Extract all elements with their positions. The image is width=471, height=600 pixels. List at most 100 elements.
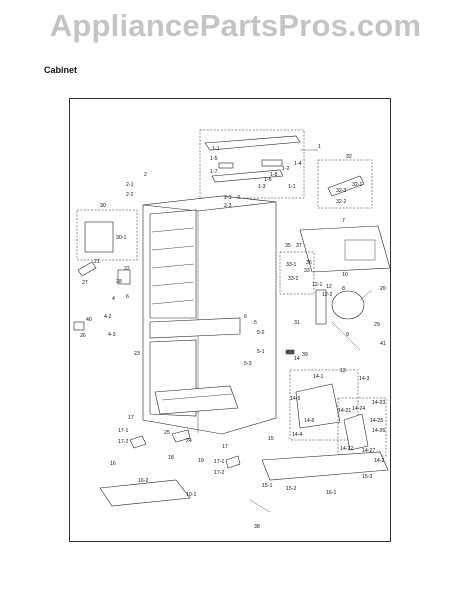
- label-1-8: 1-8: [270, 172, 278, 178]
- label-14: 14: [294, 356, 300, 362]
- label-2-2: 2-2: [126, 192, 134, 198]
- label-32: 32: [346, 154, 352, 160]
- label-32-3: 32-3: [336, 188, 346, 194]
- label-20: 20: [380, 286, 386, 292]
- label-33-1: 33-1: [286, 262, 296, 268]
- label-33-2: 33-2: [288, 276, 298, 282]
- label-29: 29: [374, 322, 380, 328]
- part-17-1: [129, 435, 147, 449]
- label-14-5: 14-5: [290, 396, 300, 402]
- label-6: 6: [126, 294, 129, 300]
- label-2-1b: 2-1: [224, 195, 232, 201]
- label-9: 9: [346, 332, 349, 338]
- callout-labels: 1 1-1 1-2 1-3 1-4 1-5 1-6 1-7 1-8 1-1 2 …: [80, 144, 386, 530]
- label-25: 25: [164, 430, 170, 436]
- label-10: 10: [342, 272, 348, 278]
- label-15: 15: [268, 436, 274, 442]
- label-15-3: 15-3: [362, 474, 372, 480]
- label-1-7: 1-7: [210, 169, 218, 175]
- label-37: 37: [296, 243, 302, 249]
- label-14-26: 14-26: [372, 428, 385, 434]
- section-title: Cabinet: [44, 65, 78, 75]
- label-14-25: 14-25: [370, 418, 383, 424]
- label-5-3: 5-3: [244, 361, 252, 367]
- label-17b: 17: [222, 444, 228, 450]
- label-32-2: 32-2: [336, 199, 346, 205]
- label-2: 2: [144, 172, 147, 178]
- compressor-assembly: [315, 289, 373, 351]
- label-14-3: 14-3: [359, 376, 369, 382]
- label-14-27: 14-27: [362, 448, 375, 454]
- label-1-2: 1-2: [282, 166, 290, 172]
- label-16-2: 16-2: [138, 478, 148, 484]
- label-1-1: 1-1: [212, 146, 220, 152]
- label-3: 3: [237, 195, 240, 201]
- top-cover-group: [199, 129, 318, 199]
- part-32-group: [317, 159, 373, 209]
- label-4-2: 4-2: [104, 314, 112, 320]
- part-25: [171, 429, 191, 443]
- label-31: 31: [294, 320, 300, 326]
- hinge-bar-16: [99, 479, 191, 507]
- label-26: 26: [80, 333, 86, 339]
- label-32-1: 32-1: [352, 182, 362, 188]
- part-17-2: [225, 455, 241, 469]
- label-12-1: 12-1: [312, 282, 322, 288]
- part-21: [77, 261, 97, 277]
- label-1-4: 1-4: [294, 161, 302, 167]
- part-35-group: [279, 251, 315, 295]
- part-39: [285, 349, 295, 355]
- label-14-24: 14-24: [352, 406, 365, 412]
- label-4-3: 4-3: [108, 332, 116, 338]
- label-41: 41: [380, 341, 386, 347]
- label-38: 38: [254, 524, 260, 530]
- label-15-1: 15-1: [262, 483, 272, 489]
- label-16: 16: [110, 461, 116, 467]
- part-40: [73, 321, 85, 331]
- label-1-1b: 1-1: [288, 184, 296, 190]
- label-17-1b: 17-1: [214, 459, 224, 465]
- diagram-frame: [69, 98, 391, 542]
- label-14-1: 14-1: [313, 374, 323, 380]
- label-1-6: 1-6: [264, 177, 272, 183]
- label-8: 8: [342, 286, 345, 292]
- label-30-1: 30-1: [116, 235, 126, 241]
- label-17-2b: 17-2: [214, 470, 224, 476]
- label-13: 13: [340, 368, 346, 374]
- label-17-2a: 17-2: [118, 439, 128, 445]
- site-watermark: AppliancePartsPros.com: [49, 8, 422, 43]
- label-15-2: 15-2: [286, 486, 296, 492]
- label-18: 18: [168, 455, 174, 461]
- label-36: 36: [306, 260, 312, 266]
- base-plate-15: [261, 451, 389, 481]
- label-14-4: 14-4: [292, 432, 302, 438]
- label-35: 35: [285, 243, 291, 249]
- label-7: 7: [342, 218, 345, 224]
- label-14-6: 14-6: [304, 418, 314, 424]
- label-10-1: 10-1: [186, 492, 196, 498]
- label-5-1: 5-1: [257, 349, 265, 355]
- label-28: 28: [116, 279, 122, 285]
- label-5-2: 5-2: [257, 330, 265, 336]
- label-23: 23: [134, 351, 140, 357]
- label-5: 5: [254, 320, 257, 326]
- label-17-1a: 17-1: [118, 428, 128, 434]
- label-14-23: 14-23: [372, 400, 385, 406]
- label-14-2: 14-2: [374, 458, 384, 464]
- label-21: 21: [94, 259, 100, 265]
- label-1-3: 1-3: [258, 184, 266, 190]
- label-12: 12: [326, 284, 332, 290]
- label-2-1: 2-1: [126, 182, 134, 188]
- label-16-1: 16-1: [326, 490, 336, 496]
- part-22: [117, 269, 131, 285]
- drain-pan-group: [289, 369, 387, 457]
- label-19: 19: [198, 458, 204, 464]
- label-12-2: 12-2: [322, 292, 332, 298]
- label-22: 22: [124, 266, 130, 272]
- label-1-5: 1-5: [210, 156, 218, 162]
- label-1: 1: [318, 144, 321, 150]
- part-30-group: [76, 209, 138, 261]
- label-39: 39: [302, 352, 308, 358]
- label-17a: 17: [128, 415, 134, 421]
